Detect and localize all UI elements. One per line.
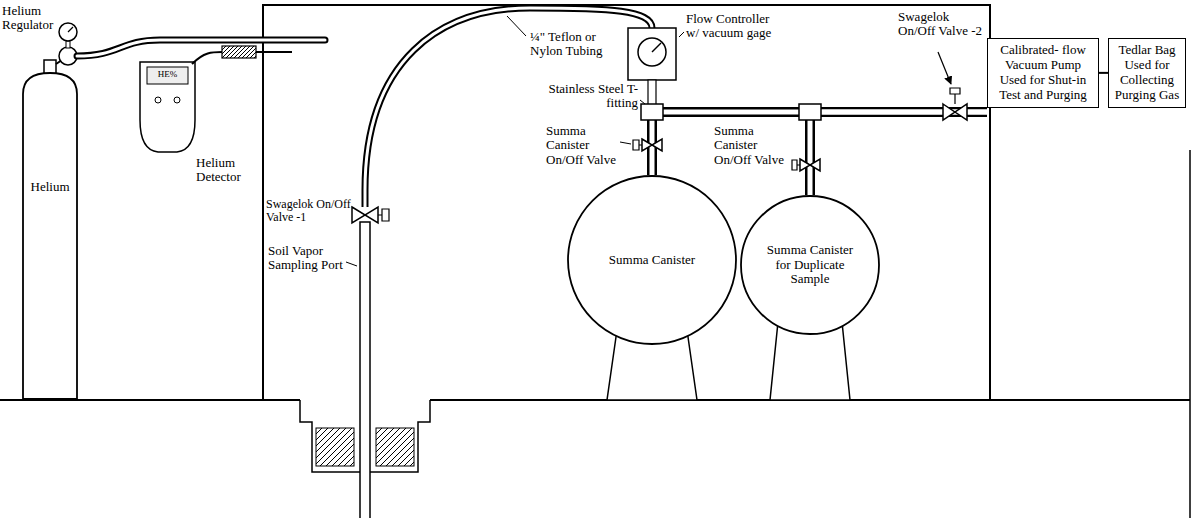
helium-hose-bore	[77, 40, 325, 56]
cylinder-outline	[22, 72, 78, 400]
t-fitting	[799, 104, 821, 120]
detector-hose	[192, 52, 222, 64]
valve-handle	[633, 140, 642, 150]
node-text: Calibrated- flow Vacuum Pump Used for Sh…	[992, 43, 1094, 103]
gauge-needle	[68, 27, 73, 32]
pipe-bore	[652, 112, 987, 175]
leader-line	[640, 100, 645, 104]
summa-canister: Summa Canister for Duplicate Sample	[740, 195, 880, 335]
canister-shape	[741, 196, 879, 334]
ground-line	[0, 399, 1190, 401]
vacuum-gauge	[638, 38, 666, 66]
t-fitting	[641, 104, 663, 120]
controller-stem	[648, 80, 656, 106]
detector-body	[140, 62, 195, 152]
leader-line	[346, 262, 357, 266]
display-text: HE%	[147, 70, 188, 80]
flow-controller	[628, 28, 676, 80]
pipe-bore	[810, 112, 987, 195]
part-label: Summa Canister On/Off Valve	[714, 124, 792, 167]
tubing	[365, 8, 652, 207]
probe-grip	[222, 46, 256, 58]
well-seal	[376, 428, 414, 466]
detector-screen	[147, 67, 188, 84]
valve-handle	[950, 88, 960, 104]
helium-hose	[77, 40, 325, 56]
detector-button	[155, 97, 161, 103]
part-label: Summa Canister On/Off Valve	[546, 124, 626, 167]
regulator-gauge	[59, 23, 77, 41]
leader-line	[620, 142, 631, 144]
tubing-bore	[365, 8, 652, 207]
connector-line	[1099, 72, 1108, 74]
summa-canister: Summa Canister	[567, 175, 737, 345]
gauge-stem	[66, 41, 70, 48]
part-label: Swagelok On/Off Valve -2	[898, 10, 988, 39]
cylinder-neck	[44, 60, 56, 74]
gauge-needle	[652, 43, 661, 52]
enclosure	[263, 5, 990, 400]
pipe-bore-group	[652, 112, 987, 195]
leader-arrow	[938, 52, 951, 84]
node-text: Tedlar Bag Used for Collecting Purging G…	[1113, 43, 1181, 103]
node-text: Summa Canister	[592, 253, 712, 268]
pipe-connector	[652, 112, 987, 175]
part-label: Helium Regulator	[2, 4, 62, 33]
detector-button	[174, 97, 180, 103]
part-label: ¼" Teflon or Nylon Tubing	[530, 30, 622, 59]
pump-box: Calibrated- flow Vacuum Pump Used for Sh…	[987, 38, 1099, 108]
leader-line	[679, 32, 684, 37]
canister-shape	[568, 176, 736, 344]
port-pipe	[360, 222, 370, 518]
node-text: Summa Canister for Duplicate Sample	[758, 243, 862, 288]
valve-symbol	[943, 104, 967, 120]
pipe-connector	[810, 112, 987, 195]
part-label: Stainless Steel T-fitting	[548, 82, 638, 111]
valve-handle	[378, 209, 389, 221]
valve-symbol	[642, 139, 662, 151]
part-label: Flow Controller w/ vacuum gage	[686, 12, 784, 41]
leader-line	[507, 16, 526, 36]
valve-handle	[792, 160, 800, 170]
frame-edge	[1189, 150, 1191, 518]
part-label: Swagelok On/Off Valve -1	[266, 198, 352, 224]
well-seal	[316, 428, 354, 466]
valve-symbol	[352, 207, 378, 223]
bag-box: Tedlar Bag Used for Collecting Purging G…	[1108, 38, 1186, 108]
cylinder-shape	[23, 73, 77, 399]
node-text: Helium	[22, 180, 78, 195]
valve-symbol	[800, 159, 820, 171]
gas-cylinder: Helium	[22, 72, 78, 400]
part-label: Soil Vapor Sampling Port	[268, 244, 352, 273]
probe-tip	[256, 51, 292, 53]
part-label: Helium Detector	[196, 156, 258, 185]
